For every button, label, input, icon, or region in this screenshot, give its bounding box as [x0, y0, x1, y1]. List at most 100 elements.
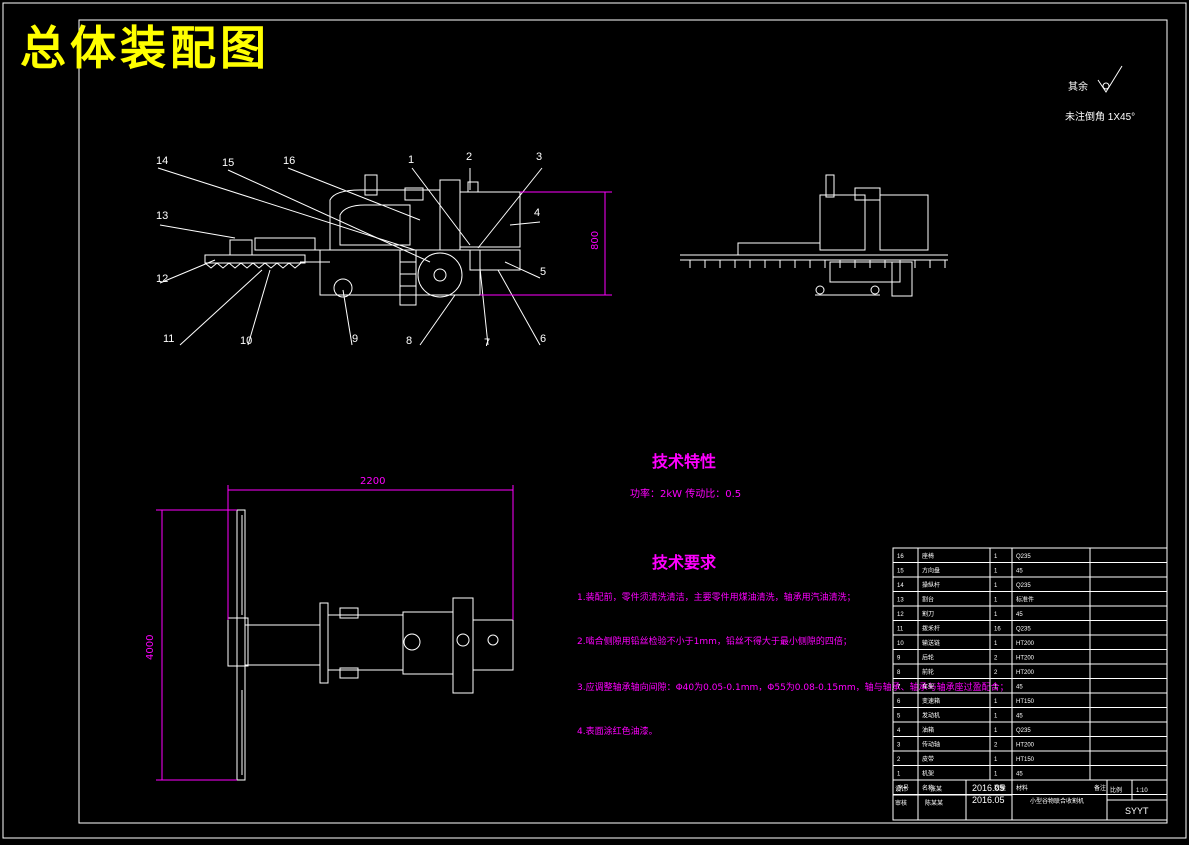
date-1: 2016.05 — [972, 783, 1005, 793]
parts-cell: 割刀 — [922, 610, 934, 618]
parts-cell: 2 — [994, 656, 998, 662]
parts-cell: 割台 — [922, 596, 934, 604]
dim-width-top: 2200 — [360, 476, 385, 487]
balloon-14: 14 — [156, 155, 168, 167]
balloon-7: 7 — [484, 337, 490, 349]
parts-cell: 前轮 — [922, 668, 934, 676]
balloon-9: 9 — [352, 333, 358, 345]
scale-value: 1:10 — [1136, 788, 1148, 794]
parts-cell: 15 — [897, 569, 904, 575]
parts-cell: 变速箱 — [922, 697, 940, 705]
parts-cell: 1 — [994, 569, 998, 575]
parts-cell: 皮带 — [922, 755, 934, 763]
parts-header-cell: 备注 — [1094, 784, 1106, 792]
parts-cell: 1 — [994, 685, 998, 691]
parts-cell: 1 — [994, 641, 998, 647]
balloon-1: 1 — [408, 154, 414, 166]
balloon-10: 10 — [240, 335, 252, 347]
parts-cell: 45 — [1016, 612, 1023, 618]
parts-cell: 45 — [1016, 685, 1023, 691]
front-view — [680, 174, 948, 297]
parts-cell: 10 — [897, 641, 904, 647]
parts-cell: 2 — [994, 670, 998, 676]
parts-cell: HT200 — [1016, 670, 1035, 676]
parts-cell: 输送链 — [922, 639, 940, 647]
parts-cell: 油箱 — [922, 726, 934, 734]
parts-cell: HT200 — [1016, 743, 1035, 749]
parts-cell: 4 — [897, 728, 901, 734]
balloon-2: 2 — [466, 151, 472, 163]
balloon-4: 4 — [534, 207, 540, 219]
parts-cell: 1 — [994, 772, 998, 778]
designer-label: 设计 — [895, 785, 907, 793]
requirement-4: 4.表面涂红色油漆。 — [577, 725, 658, 737]
parts-cell: 1 — [994, 757, 998, 763]
dim-height-side: 800 — [590, 231, 601, 250]
parts-cell: 45 — [1016, 772, 1023, 778]
parts-cell: HT200 — [1016, 656, 1035, 662]
parts-cell: 6 — [897, 699, 901, 705]
parts-cell: 1 — [994, 598, 998, 604]
tech-requirements-heading: 技术要求 — [652, 553, 717, 572]
parts-cell: 车架 — [922, 683, 934, 691]
product-name: 小型谷物联合收割机 — [1030, 797, 1084, 805]
balloon-13: 13 — [156, 210, 168, 222]
parts-cell: 13 — [897, 598, 904, 604]
parts-cell: 5 — [897, 714, 901, 720]
balloon-16: 16 — [283, 155, 295, 167]
balloon-12: 12 — [156, 273, 168, 285]
parts-cell: Q235 — [1016, 554, 1031, 560]
parts-cell: 后轮 — [922, 654, 934, 662]
scale-label: 比例 — [1110, 786, 1122, 794]
parts-cell: 1 — [994, 728, 998, 734]
parts-cell: Q235 — [1016, 728, 1031, 734]
chamfer-note: 未注倒角 1X45° — [1065, 110, 1135, 123]
parts-list-table: 设计 张某 2016.05 审核 陈某某 2016.05 小型谷物联合收割机 比… — [892, 547, 1168, 821]
parts-cell: 1 — [994, 714, 998, 720]
parts-cell: 操纵杆 — [922, 581, 940, 589]
parts-cell: Q235 — [1016, 583, 1031, 589]
parts-cell: 座椅 — [922, 552, 934, 560]
balloon-11: 11 — [163, 333, 174, 345]
parts-cell: 1 — [994, 699, 998, 705]
designer-name: 张某 — [930, 785, 942, 793]
balloon-3: 3 — [536, 151, 542, 163]
requirement-3: 3.应调整轴承轴向间隙：Φ40为0.05-0.1mm，Φ55为0.08-0.15… — [577, 681, 1009, 693]
top-view: 2200 4000 — [145, 476, 514, 781]
parts-cell: 45 — [1016, 714, 1023, 720]
roughness-label: 其余 — [1068, 80, 1088, 93]
parts-cell: 拨禾杆 — [922, 625, 940, 633]
requirement-1: 1.装配前，零件须清洗清洁，主要零件用煤油清洗，轴承用汽油清洗； — [577, 591, 856, 603]
parts-cell: 16 — [994, 627, 1001, 633]
balloon-15: 15 — [222, 157, 234, 169]
balloon-8: 8 — [406, 335, 412, 347]
parts-header-cell: 材料 — [1016, 784, 1028, 792]
parts-cell: 14 — [897, 583, 904, 589]
parts-cell: 8 — [897, 670, 901, 676]
parts-cell: 1 — [994, 612, 998, 618]
tech-characteristics-heading: 技术特性 — [652, 452, 716, 471]
parts-cell: 方向盘 — [922, 567, 940, 575]
dim-height-top: 4000 — [145, 635, 156, 660]
parts-cell: 2 — [897, 757, 901, 763]
parts-cell: 传动轴 — [922, 741, 940, 749]
parts-cell: 7 — [897, 685, 901, 691]
parts-cell: 9 — [897, 656, 901, 662]
parts-cell: 标准件 — [1016, 596, 1034, 604]
checker-label: 审核 — [895, 799, 907, 807]
parts-cell: 3 — [897, 743, 901, 749]
parts-header-cell: 名称 — [922, 784, 934, 792]
parts-cell: 11 — [897, 627, 904, 633]
drawing-title: 总体装配图 — [20, 21, 270, 75]
balloon-6: 6 — [540, 333, 546, 345]
parts-cell: 1 — [897, 772, 901, 778]
parts-cell: 12 — [897, 612, 904, 618]
tech-characteristics-line: 功率：2kW 传动比：0.5 — [630, 487, 741, 500]
parts-cell: 1 — [994, 583, 998, 589]
date-2: 2016.05 — [972, 795, 1005, 805]
parts-cell: 发动机 — [922, 712, 940, 720]
inner-frame — [78, 19, 1168, 824]
